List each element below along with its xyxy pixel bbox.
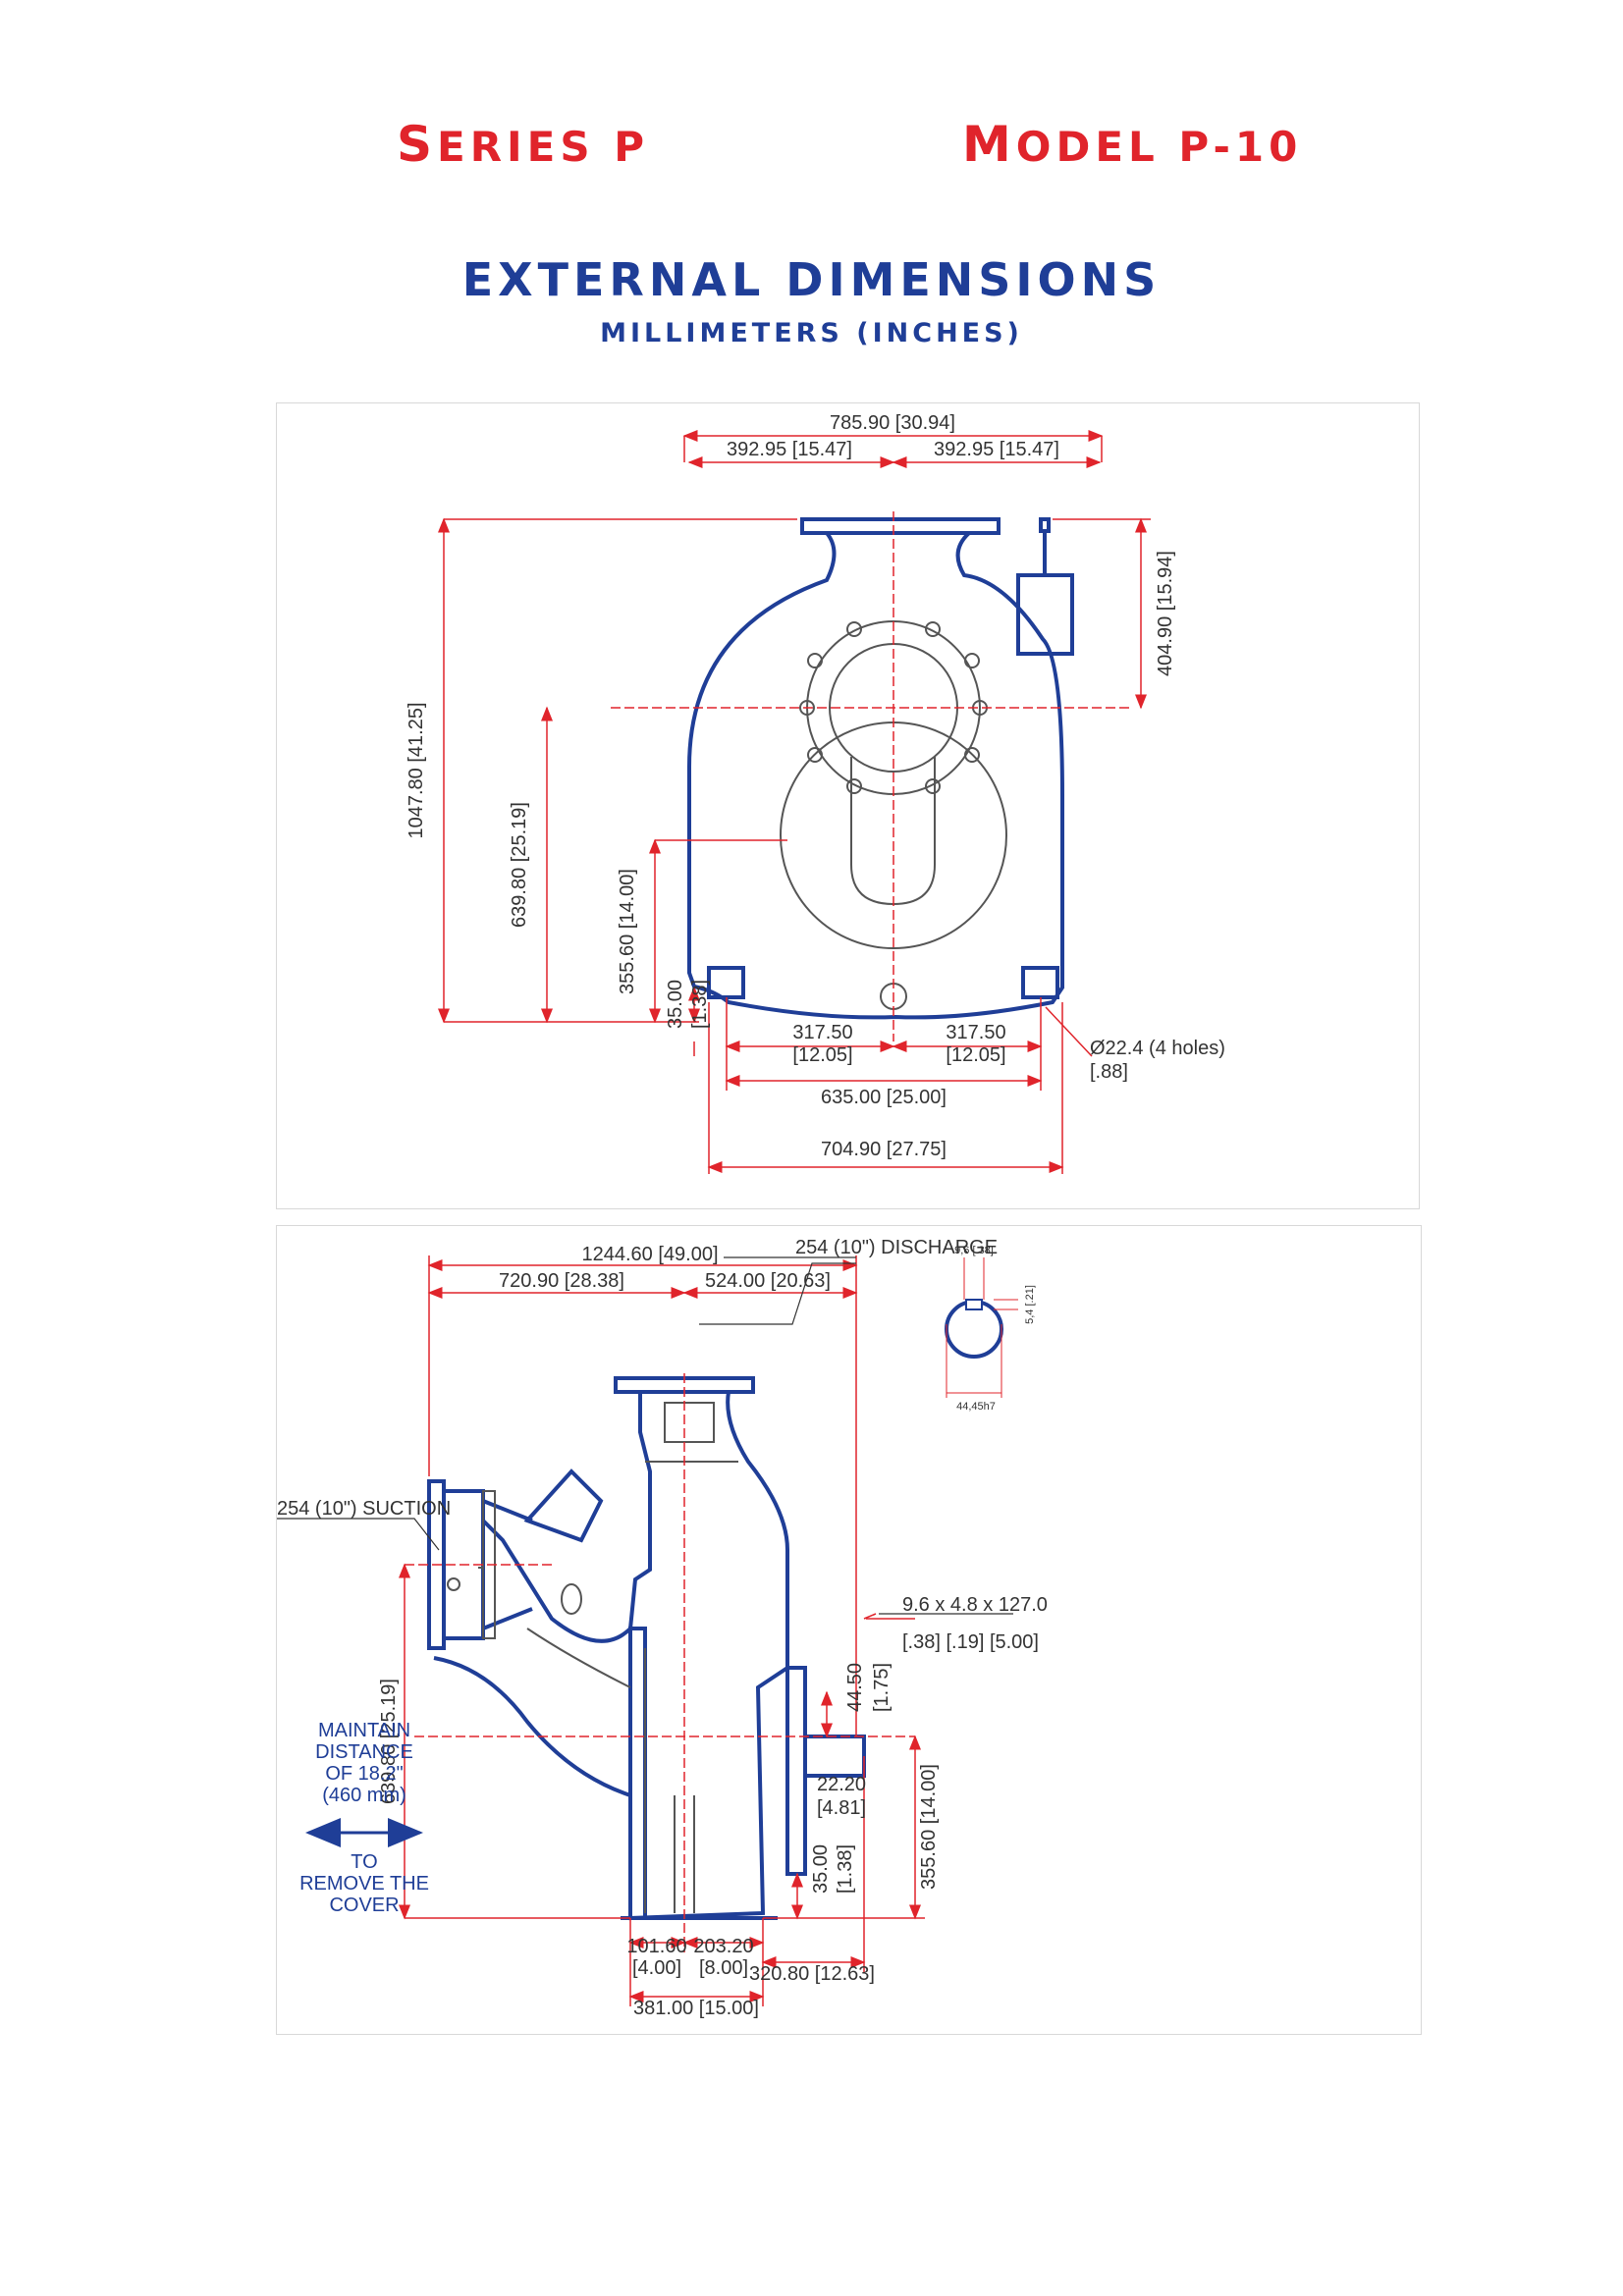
suction-label: 254 (10") SUCTION — [277, 1498, 451, 1520]
pump-front-outline — [687, 517, 1074, 1020]
side-view-panel: 9,6 [.38] 5,4 [.21] 44,45h7 254 (10") DI… — [276, 1225, 1422, 2035]
maintain-line-4: (460 mm) — [322, 1785, 406, 1806]
dim-holes: Ø22.4 (4 holes) — [1090, 1038, 1225, 1059]
pump-side-detail — [447, 1402, 738, 1913]
front-view-drawing: 785.90 [30.94] 392.95 [15.47] 392.95 [15… — [406, 412, 1225, 1174]
keyway-dims: 9.6 x 4.8 x 127.0 — [902, 1594, 1048, 1616]
side-view-drawing: 9,6 [.38] 5,4 [.21] 44,45h7 254 (10") DI… — [277, 1237, 1048, 2019]
dim-shaft-length: 44.50 — [844, 1663, 866, 1712]
dim-base-width: 704.90 [27.75] — [821, 1139, 947, 1160]
maintain-line-3: OF 18.2" — [325, 1763, 403, 1785]
dim-suction-to-center: 720.90 [28.38] — [499, 1270, 624, 1292]
remove-line-3: COVER — [329, 1895, 399, 1916]
dim-foot-b-in: [8.00] — [699, 1957, 748, 1979]
dim-overall-length: 1244.60 [49.00] — [581, 1244, 718, 1265]
keyway-dims-in: [.38] [.19] [5.00] — [902, 1631, 1039, 1653]
dim-shaft-length-in: [1.75] — [871, 1663, 893, 1712]
dim-suction-center-height: 639.80 [25.19] — [509, 802, 530, 928]
maintain-line-2: DISTANCE — [315, 1741, 413, 1763]
dim-half-bolt-left: 317.50 — [792, 1022, 852, 1043]
dim-foot-height: 35.00 — [665, 980, 686, 1029]
dim-foot-height-side-in: [1.38] — [835, 1844, 856, 1894]
maintain-line-1: MAINTAIN — [318, 1720, 410, 1741]
dim-overall-height: 1047.80 [41.25] — [406, 702, 427, 838]
remove-line-2: REMOVE THE — [299, 1873, 429, 1895]
page-title: EXTERNAL DIMENSIONS — [461, 253, 1162, 306]
dim-foot-a: 101.60 — [626, 1936, 686, 1957]
dim-base-length: 381.00 [15.00] — [633, 1998, 759, 2019]
dim-half-width-left: 392.95 [15.47] — [727, 439, 852, 460]
side-dimension-lines — [399, 1255, 925, 2006]
dim-foot-height-in: [1.38] — [689, 980, 711, 1029]
dim-shaft-protrusion-in: [4.81] — [817, 1797, 866, 1819]
shaft-dia-label: 44,45h7 — [956, 1401, 996, 1413]
series-label: SERIES P — [397, 116, 650, 173]
dim-center-to-shaft: 524.00 [20.63] — [705, 1270, 831, 1292]
dim-bolt-span: 635.00 [25.00] — [821, 1087, 947, 1108]
discharge-label: 254 (10") DISCHARGE — [795, 1237, 998, 1258]
dim-foot-a-in: [4.00] — [632, 1957, 681, 1979]
dim-top-to-suction: 404.90 [15.94] — [1155, 551, 1176, 676]
model-label: MODEL P-10 — [962, 116, 1303, 173]
dim-shaft-protrusion: 22.20 — [817, 1774, 866, 1795]
dim-shaft-height: 355.60 [14.00] — [918, 1764, 940, 1890]
dim-foot-height-side: 35.00 — [810, 1844, 832, 1894]
pump-side-outline — [427, 1376, 866, 1921]
dim-half-bolt-right: 317.50 — [946, 1022, 1005, 1043]
dim-half-bolt-right-in: [12.05] — [946, 1044, 1005, 1066]
side-leader-lines — [277, 1256, 1013, 1615]
dim-shaft-offset: 320.80 [12.63] — [749, 1963, 875, 1985]
dim-holes-in: [.88] — [1090, 1061, 1128, 1083]
dim-shaft-center-height: 355.60 [14.00] — [617, 869, 638, 994]
front-dimension-lines — [438, 430, 1151, 1174]
dim-overall-width: 785.90 [30.94] — [830, 412, 955, 434]
key-width-label: 9,6 [.38] — [954, 1245, 994, 1256]
key-depth-label: 5,4 [.21] — [1024, 1285, 1036, 1324]
front-view-panel: 785.90 [30.94] 392.95 [15.47] 392.95 [15… — [276, 402, 1420, 1209]
keyway-detail — [945, 1257, 1018, 1398]
dim-half-bolt-left-in: [12.05] — [792, 1044, 852, 1066]
dim-foot-b: 203.20 — [693, 1936, 753, 1957]
page-subtitle: MILLIMETERS (INCHES) — [600, 318, 1023, 348]
remove-line-1: TO — [351, 1851, 377, 1873]
dim-half-width-right: 392.95 [15.47] — [934, 439, 1059, 460]
dim-suction-height: 639.80 [25.19] — [378, 1679, 400, 1804]
